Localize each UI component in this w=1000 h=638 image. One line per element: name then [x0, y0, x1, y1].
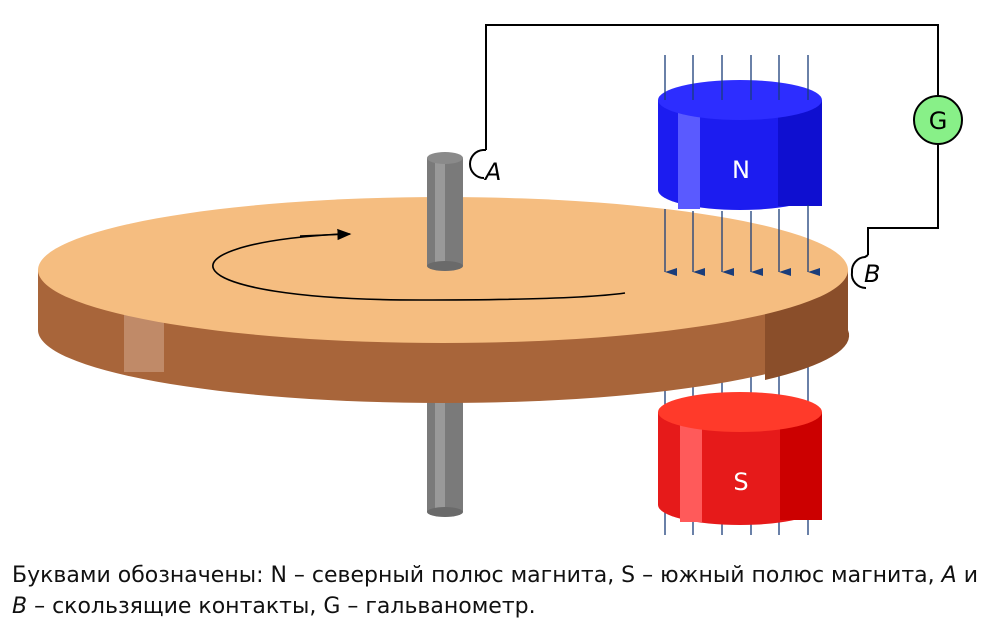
caption-b: B — [12, 594, 28, 619]
disk — [38, 197, 850, 403]
galvanometer-label: G — [929, 107, 948, 135]
north-label: N — [732, 156, 750, 184]
caption-a: A — [941, 563, 957, 588]
caption-text-2: – скользящие контакты, G – гальванометр. — [27, 594, 536, 619]
contact-a-label: A — [483, 158, 501, 186]
south-label: S — [733, 468, 748, 496]
contact-b-label: B — [864, 260, 880, 288]
diagram-svg: S N G A B — [38, 24, 963, 535]
contact-a — [468, 149, 486, 179]
north-magnet — [658, 80, 822, 210]
caption-text-1: Буквами обозначены: N – северный полюс м… — [12, 563, 942, 588]
rotation-arrowhead — [299, 228, 352, 241]
rotation-arrow — [212, 233, 626, 301]
south-magnet — [658, 392, 822, 525]
contact-b — [850, 254, 869, 290]
galvanometer — [913, 95, 963, 145]
caption: Буквами обозначены: N – северный полюс м… — [12, 560, 997, 622]
field-lines-upper — [664, 55, 820, 276]
circuit-wire — [468, 24, 939, 290]
caption-and: и — [956, 563, 978, 588]
shaft-upper — [427, 152, 463, 271]
